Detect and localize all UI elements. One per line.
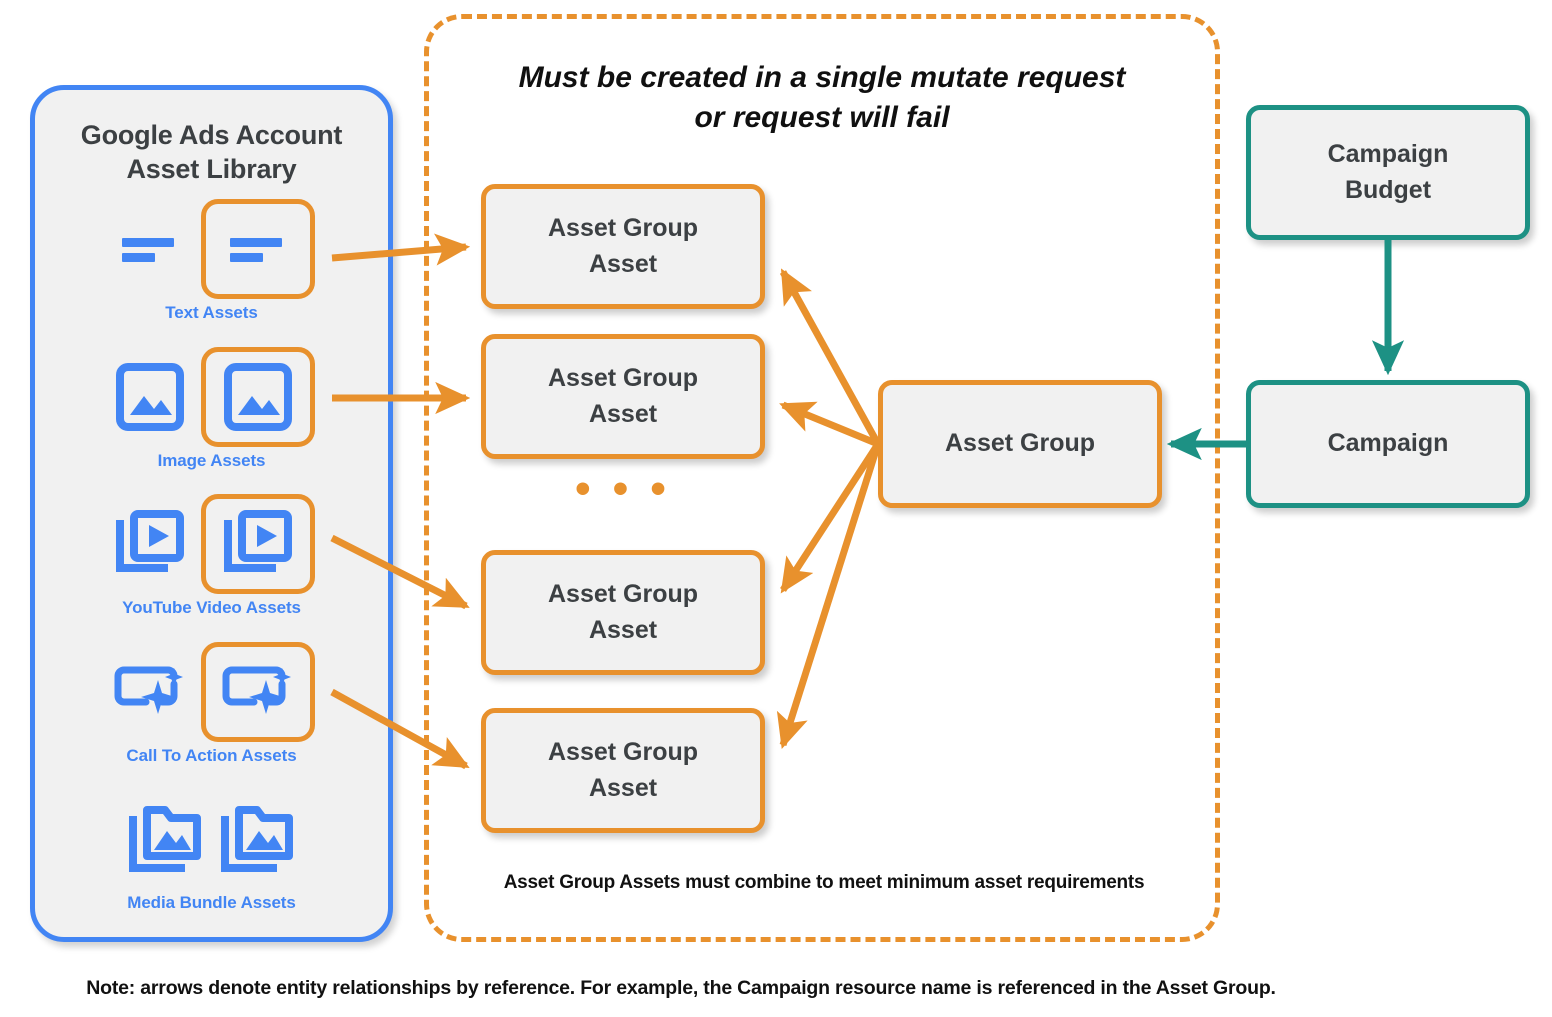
asset-row-media-bundle-label: Media Bundle Assets	[127, 893, 296, 912]
asset-row-image[interactable]: Image Assets	[35, 343, 388, 493]
asset-group-asset-node-2[interactable]: Asset Group Asset	[481, 334, 765, 459]
asset-row-text-label: Text Assets	[165, 303, 258, 322]
asset-group-asset-node-4-line1: Asset Group	[547, 738, 699, 766]
asset-group-assets-ellipsis: • • •	[575, 464, 671, 513]
mutate-request-title: Must be created in a single mutate reque…	[454, 58, 1190, 137]
asset-group-asset-node-1[interactable]: Asset Group Asset	[481, 184, 765, 309]
asset-group-asset-node-3-line2: Asset	[588, 615, 658, 644]
asset-group-asset-node-4-line2: Asset	[588, 773, 658, 802]
text-lines-icon-selected[interactable]	[200, 199, 315, 299]
asset-row-media-bundle-icons	[35, 785, 388, 893]
image-picture-icon-selected[interactable]	[200, 347, 315, 447]
asset-row-image-label: Image Assets	[157, 451, 266, 470]
campaign-budget-node-line1: Campaign	[1327, 140, 1449, 168]
asset-row-image-icons	[35, 343, 388, 451]
text-lines-icon	[109, 208, 191, 290]
footer-note: Note: arrows denote entity relationships…	[86, 977, 1276, 999]
asset-row-cta[interactable]: Call To Action Assets	[35, 638, 388, 788]
asset-group-asset-node-1-line1: Asset Group	[547, 214, 699, 242]
mutate-request-title-line2: or request will fail	[694, 100, 950, 134]
asset-group-asset-node-3-line1: Asset Group	[547, 580, 699, 608]
call-to-action-sparkle-icon	[109, 651, 191, 733]
campaign-node[interactable]: Campaign	[1246, 380, 1530, 508]
asset-row-video-label: YouTube Video Assets	[122, 598, 301, 617]
asset-group-asset-node-2-line2: Asset	[588, 399, 658, 428]
media-bundle-folder-icon-second	[217, 798, 299, 880]
call-to-action-sparkle-icon-selected[interactable]	[200, 642, 315, 742]
asset-row-cta-label: Call To Action Assets	[126, 746, 297, 765]
campaign-node-label: Campaign	[1327, 429, 1449, 458]
asset-library-title-line1: Google Ads Account	[80, 120, 343, 150]
asset-row-video[interactable]: YouTube Video Assets	[35, 490, 388, 640]
video-play-stack-icon-selected[interactable]	[200, 494, 315, 594]
asset-library-panel: Google Ads Account Asset Library	[30, 85, 393, 942]
asset-group-asset-node-4[interactable]: Asset Group Asset	[481, 708, 765, 833]
asset-library-title-line2: Asset Library	[126, 154, 297, 185]
mutate-request-title-line1: Must be created in a single mutate reque…	[518, 61, 1126, 94]
video-play-stack-icon	[109, 503, 191, 585]
campaign-budget-node-line2: Budget	[1344, 175, 1432, 204]
asset-group-asset-node-1-line2: Asset	[588, 249, 658, 278]
asset-row-text[interactable]: Text Assets	[35, 195, 388, 345]
mutate-footnote: Asset Group Assets must combine to meet …	[503, 872, 1145, 893]
asset-group-asset-node-3[interactable]: Asset Group Asset	[481, 550, 765, 675]
asset-row-text-icons	[35, 195, 388, 303]
asset-library-title: Google Ads Account Asset Library	[35, 118, 388, 186]
asset-row-cta-icons	[35, 638, 388, 746]
asset-group-asset-node-2-line1: Asset Group	[547, 364, 699, 392]
asset-group-node-label: Asset Group	[944, 429, 1096, 458]
asset-row-media-bundle[interactable]: Media Bundle Assets	[35, 785, 388, 935]
image-picture-icon	[109, 356, 191, 438]
asset-row-video-icons	[35, 490, 388, 598]
media-bundle-folder-icon	[125, 798, 207, 880]
campaign-budget-node[interactable]: Campaign Budget	[1246, 105, 1530, 240]
asset-group-node[interactable]: Asset Group	[878, 380, 1162, 508]
